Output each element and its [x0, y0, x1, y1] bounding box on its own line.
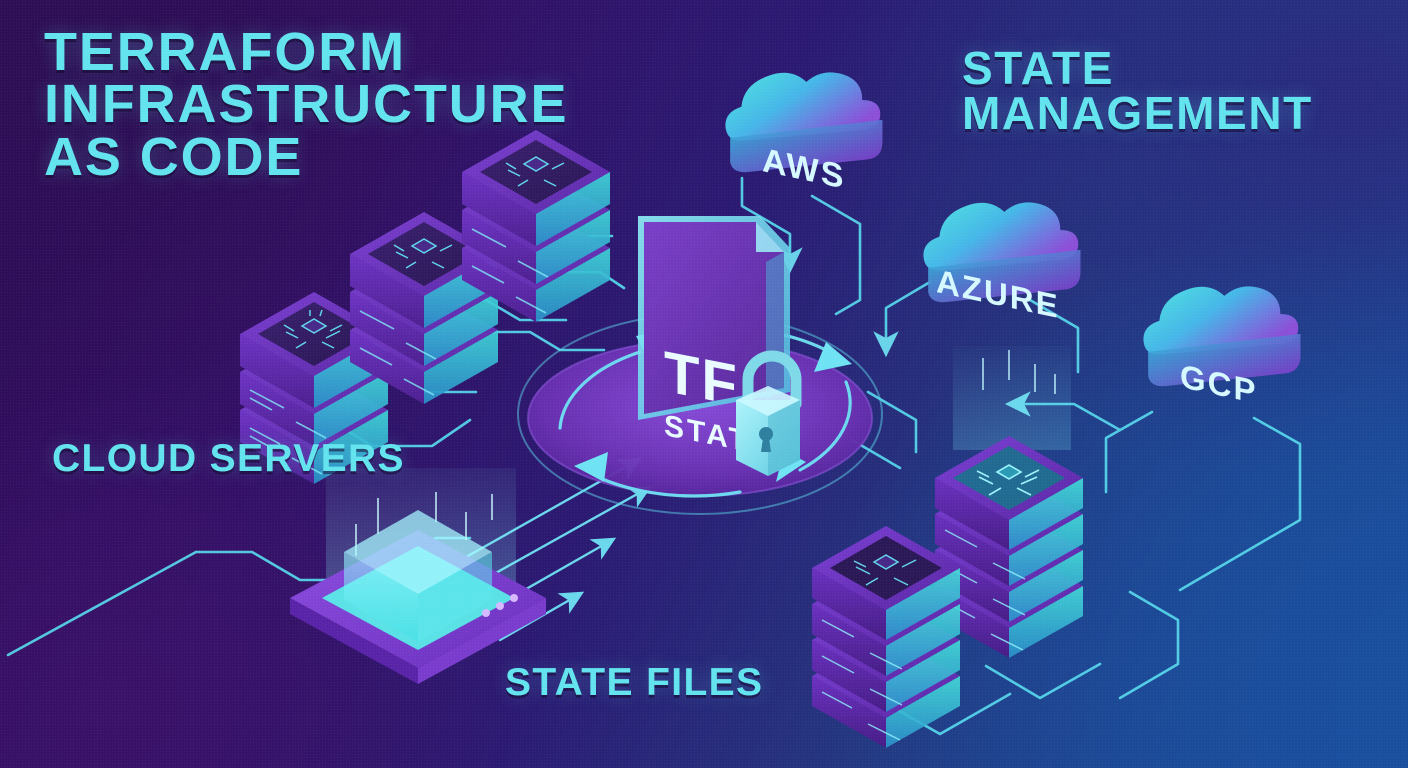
cloud-servers-label: CLOUD SERVERS: [52, 437, 405, 480]
title-line-1: TERRAFORM: [44, 22, 406, 82]
cloud-icon-gcp: GCP: [1143, 286, 1301, 411]
state-management-line-1: STATE: [962, 42, 1115, 94]
state-management-heading: STATE MANAGEMENT: [962, 42, 1313, 139]
server-rack-icon: [935, 346, 1083, 658]
cloud-icon-azure: AZURE: [923, 202, 1081, 326]
server-rack-icon: [462, 130, 610, 322]
padlock-icon: [736, 350, 802, 476]
title-line-2: INFRASTRUCTURE: [44, 74, 569, 135]
server-rack-icon: [350, 212, 498, 404]
server-rack-icon: [812, 526, 960, 748]
cloud-icon-aws: AWS: [725, 72, 883, 197]
state-files-label: STATE FILES: [505, 661, 764, 704]
doc-title: TF: [664, 340, 739, 419]
state-management-line-2: MANAGEMENT: [962, 86, 1313, 139]
title-line-3: AS CODE: [44, 126, 304, 187]
page-title: TERRAFORM INFRASTRUCTURE AS CODE: [44, 22, 569, 187]
